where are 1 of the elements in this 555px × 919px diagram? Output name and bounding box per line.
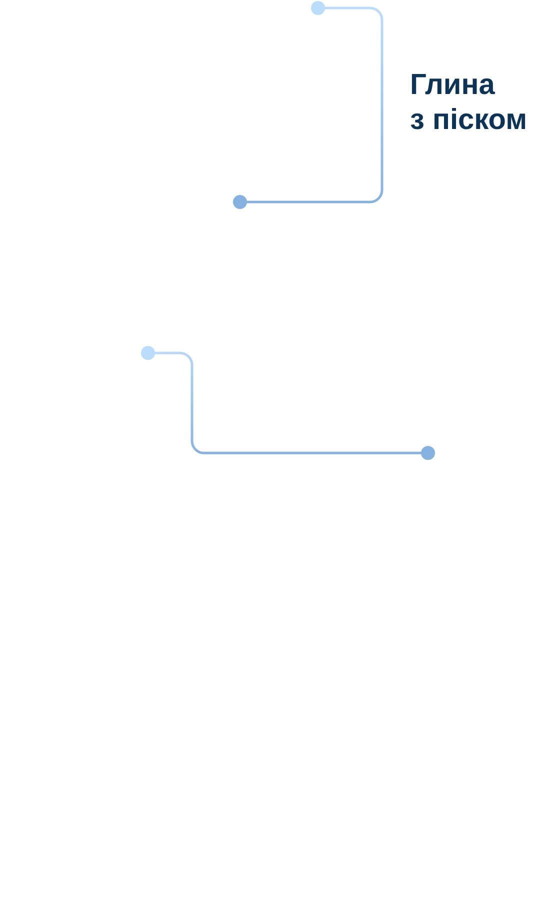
material-label: Глина з піском	[410, 68, 528, 138]
